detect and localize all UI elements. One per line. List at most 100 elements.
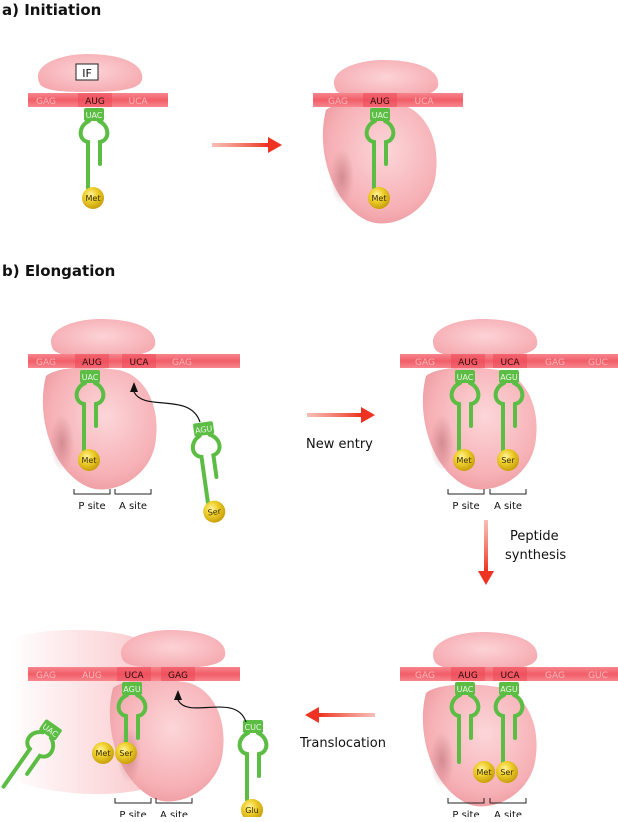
- p-site-label: P site: [119, 810, 146, 817]
- codon-highlight: [493, 667, 527, 681]
- trna-arm-left: [449, 381, 462, 452]
- trna-arm-left: [449, 693, 462, 764]
- elong4-small-subunit: [120, 630, 226, 668]
- anticodon-box: [370, 108, 390, 121]
- anticodon-label: UAC: [372, 111, 389, 120]
- amino-acid-ball: [453, 449, 475, 471]
- amino-acid-label: Ser: [500, 768, 514, 777]
- subunit-shadow: [50, 415, 74, 471]
- elong4-trna-exiting: UAC: [1, 719, 62, 789]
- codon-label: GAG: [36, 97, 56, 107]
- anticodon-box: [122, 682, 142, 695]
- trna-arm-right: [135, 693, 148, 740]
- trna-arm-left: [116, 693, 129, 764]
- anticodon-label: AGU: [500, 685, 518, 694]
- p-site-label: P site: [78, 501, 105, 512]
- arrow-head: [268, 137, 282, 153]
- anticodon-box: [193, 421, 215, 437]
- anticodon-box: [80, 370, 100, 383]
- new-entry-arrow: [307, 407, 375, 423]
- codon-label: UCA: [124, 671, 144, 681]
- initiation-large-subunit: [322, 101, 437, 224]
- amino-acid-label: Met: [82, 456, 97, 465]
- codon-label: UCA: [128, 97, 148, 107]
- codon-highlight: [451, 667, 485, 681]
- amino-acid-label: Ser: [207, 507, 222, 518]
- trna-arm-left: [364, 119, 377, 190]
- anticodon-box: [455, 370, 475, 383]
- anticodon-box: [499, 370, 519, 383]
- trna-arm-right: [93, 381, 106, 428]
- p-site-label: P site: [452, 810, 479, 817]
- subunit-shadow: [430, 415, 454, 471]
- site-bracket: [447, 798, 485, 804]
- anticodon-box: [84, 108, 104, 121]
- codon-label: UCA: [129, 358, 149, 368]
- amino-acid-ball: [241, 799, 263, 821]
- trna-arm-right: [468, 693, 481, 740]
- arrow-shaft: [307, 413, 363, 417]
- amino-acid-ball: [115, 742, 137, 764]
- codon-label: GAG: [545, 358, 565, 368]
- anticodon-label: UAC: [457, 373, 474, 382]
- arrow-shaft: [484, 520, 488, 573]
- trna-arm-left: [190, 433, 210, 505]
- elong1-large-subunit: [42, 367, 157, 490]
- elong1-trna-ser-incoming: AGU Ser: [190, 421, 226, 523]
- new-entry-label: New entry: [306, 437, 373, 452]
- site-bracket: [489, 798, 527, 804]
- amino-acid-label: Met: [96, 749, 111, 758]
- amino-acid-ball: [203, 500, 226, 523]
- codon-highlight: [75, 354, 109, 368]
- anticodon-label: UAC: [82, 373, 99, 382]
- codon-label: GAG: [168, 671, 188, 681]
- anticodon-label: AGU: [195, 424, 214, 435]
- arrow-head: [478, 571, 494, 585]
- codon-highlight: [122, 354, 156, 368]
- initiation-title: a) Initiation: [2, 1, 102, 19]
- amino-acid-ball: [368, 187, 390, 209]
- translocation-label: Translocation: [300, 736, 386, 751]
- a-site-label: A site: [160, 810, 188, 817]
- amino-acid-label: Ser: [501, 456, 515, 465]
- elong4-dipeptide: Met Ser: [92, 742, 137, 764]
- peptide-synthesis-arrow: [478, 520, 494, 585]
- amino-acid-label: Met: [86, 194, 101, 203]
- elong1-small-subunit: [50, 319, 156, 357]
- codon-highlight: [78, 93, 112, 107]
- codon-label: AUG: [370, 97, 390, 107]
- trna-arm-left: [237, 731, 250, 802]
- trna-arm-right: [512, 693, 525, 740]
- anticodon-label: CUC: [244, 723, 261, 732]
- site-bracket: [489, 489, 527, 495]
- amino-acid-label: Met: [372, 194, 387, 203]
- trna-arm-left: [74, 381, 87, 452]
- codon-highlight: [493, 354, 527, 368]
- subunit-shadow: [430, 732, 454, 788]
- a-site-label: A site: [494, 501, 522, 512]
- a-site-label: A site: [119, 501, 147, 512]
- pointer-line: [133, 391, 201, 423]
- elong1-trna-met: UAC Met: [74, 370, 106, 471]
- codon-label: AUG: [458, 358, 478, 368]
- codon-label: AUG: [82, 358, 102, 368]
- codon-highlight: [451, 354, 485, 368]
- initiation-trna-met-right: UAC Met: [364, 108, 396, 209]
- anticodon-label: UAC: [457, 685, 474, 694]
- codon-label: UCA: [500, 358, 520, 368]
- elong2-small-subunit: [432, 319, 538, 357]
- trna-arm-right: [468, 381, 481, 428]
- peptide-synthesis-label-line2: synthesis: [505, 548, 567, 563]
- anticodon-box: [455, 682, 475, 695]
- codon-label: GUC: [588, 358, 608, 368]
- initiation-factor-box: IF: [75, 63, 99, 81]
- amino-acid-label: Ser: [119, 749, 133, 758]
- pointer-head: [130, 382, 138, 392]
- anticodon-box: [39, 719, 62, 741]
- codon-label: GAG: [36, 671, 56, 681]
- elong4-site-brackets: P site A site: [114, 798, 193, 821]
